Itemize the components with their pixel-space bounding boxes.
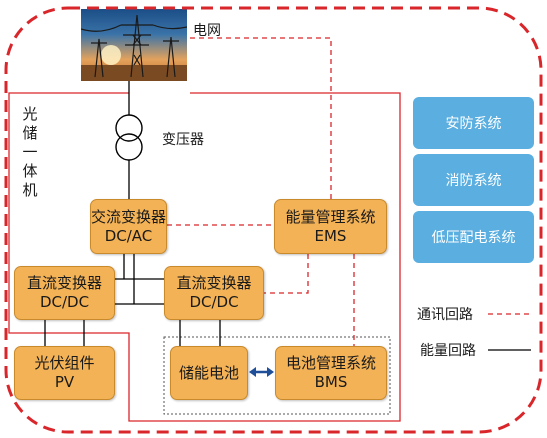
fire-system-box: 消防系统 (413, 154, 534, 206)
ems-box: 能量管理系统 EMS (274, 199, 387, 254)
transformer-icon (115, 114, 143, 161)
power-tower-icon (81, 14, 187, 81)
battery-bms-link (249, 367, 274, 377)
pv-sub: PV (54, 373, 75, 391)
ac-converter-box: 交流变换器 DC/AC (90, 199, 167, 254)
comm-line-grid-ems (190, 37, 332, 199)
storage-group-outline (163, 336, 391, 415)
integrated-system-char: 储 (22, 124, 38, 142)
dc-converter-left-box: 直流变换器 DC/DC (14, 266, 115, 320)
bms-sub: BMS (314, 373, 348, 391)
integrated-system-char: 一 (22, 143, 38, 161)
ac-converter-name: 交流变换器 (91, 207, 167, 226)
low-voltage-system-box: 低压配电系统 (413, 211, 534, 263)
comm-lines (167, 37, 531, 346)
outer-frame (4, 6, 543, 434)
pv-name: 光伏组件 (34, 354, 95, 372)
integrated-system-char: 体 (22, 162, 38, 180)
bms-box: 电池管理系统 BMS (275, 346, 387, 400)
integrated-system-outline (8, 92, 401, 422)
integrated-system-char: 机 (22, 181, 38, 199)
dc-converter-right-box: 直流变换器 DC/DC (164, 266, 264, 320)
integrated-system-char: 光 (22, 105, 38, 123)
comm-line-ems-dc (264, 254, 309, 294)
energy-lines (44, 81, 531, 351)
pv-box: 光伏组件 PV (14, 346, 115, 400)
ems-sub: EMS (314, 226, 347, 245)
battery-box: 储能电池 (170, 346, 248, 400)
ems-name: 能量管理系统 (285, 207, 376, 226)
dc-converter-left-sub: DC/DC (39, 293, 90, 311)
legend-comm-label: 通讯回路 (417, 307, 473, 323)
battery-name: 储能电池 (178, 363, 239, 382)
security-system-box: 安防系统 (413, 97, 534, 149)
ac-converter-sub: DC/AC (104, 226, 153, 245)
transformer-label: 变压器 (162, 132, 204, 148)
dc-converter-right-sub: DC/DC (189, 293, 239, 311)
bms-name: 电池管理系统 (285, 354, 376, 372)
grid-label: 电网 (193, 23, 221, 39)
dc-converter-right-name: 直流变换器 (176, 274, 252, 292)
legend-energy-label: 能量回路 (420, 343, 476, 359)
dc-converter-left-name: 直流变换器 (26, 274, 102, 292)
power-grid-image (81, 9, 187, 81)
